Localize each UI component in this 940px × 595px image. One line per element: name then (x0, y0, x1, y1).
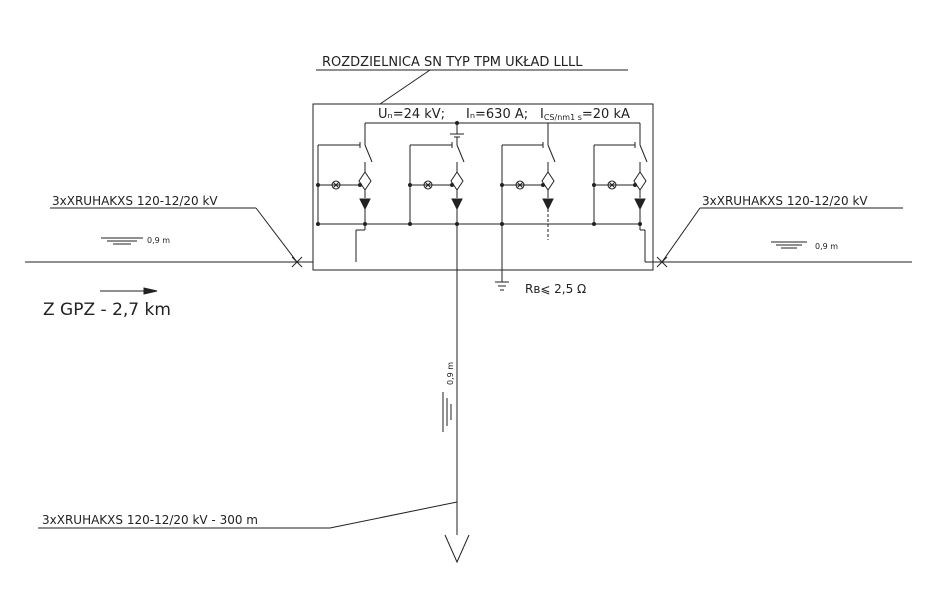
fuse-icon (451, 172, 463, 190)
depth-marker-left (101, 238, 143, 244)
rating-current: Iₙ=630 A; (466, 107, 528, 122)
depth-label-left: 0,9 m (147, 236, 170, 245)
rating-voltage: Uₙ=24 kV; (378, 107, 445, 122)
indicator-lamp-icon (332, 181, 340, 189)
fuse-icon (359, 172, 371, 190)
cable-label-right: 3xXRUHAKXS 120-12/20 kV (702, 194, 868, 208)
switch-bay-4 (594, 123, 654, 262)
bottom-cable-leader (330, 502, 457, 528)
cable-head-icon (635, 199, 645, 209)
cable-head-icon (452, 199, 462, 209)
switch-bay-1 (318, 123, 372, 262)
fuse-icon (634, 172, 646, 190)
ground-resistance-label: Rʙ⩽ 2,5 Ω (525, 282, 586, 296)
title-leader (380, 70, 430, 104)
switchgear-title: ROZDZIELNICA SN TYP TPM UKŁAD LLLL (322, 55, 583, 70)
left-cable-leader (256, 208, 297, 262)
depth-marker-right (771, 242, 807, 248)
rating-short-circuit: ICS/nm1 s=20 kA (540, 107, 630, 122)
source-label: Z GPZ - 2,7 km (43, 300, 171, 320)
switchgear-box (313, 104, 653, 270)
switch-bay-3 (495, 123, 555, 290)
cable-head-icon (543, 199, 553, 209)
bottom-arrow-icon (445, 535, 469, 562)
switch-bay-2 (410, 137, 464, 535)
cable-head-icon (360, 199, 370, 209)
indicator-lamp-icon (424, 181, 432, 189)
depth-marker-vertical (443, 392, 451, 432)
junction-dots (316, 121, 642, 226)
source-arrow-icon (144, 288, 157, 294)
depth-label-right: 0,9 m (815, 242, 838, 251)
fuse-icon (542, 172, 554, 190)
right-cable-leader (662, 208, 700, 262)
cable-label-left: 3xXRUHAKXS 120-12/20 kV (52, 194, 218, 208)
cable-label-bottom: 3xXRUHAKXS 120-12/20 kV - 300 m (42, 513, 258, 527)
depth-label-vertical: 0,9 m (446, 362, 455, 385)
indicator-lamp-icon (516, 181, 524, 189)
indicator-lamp-icon (608, 181, 616, 189)
